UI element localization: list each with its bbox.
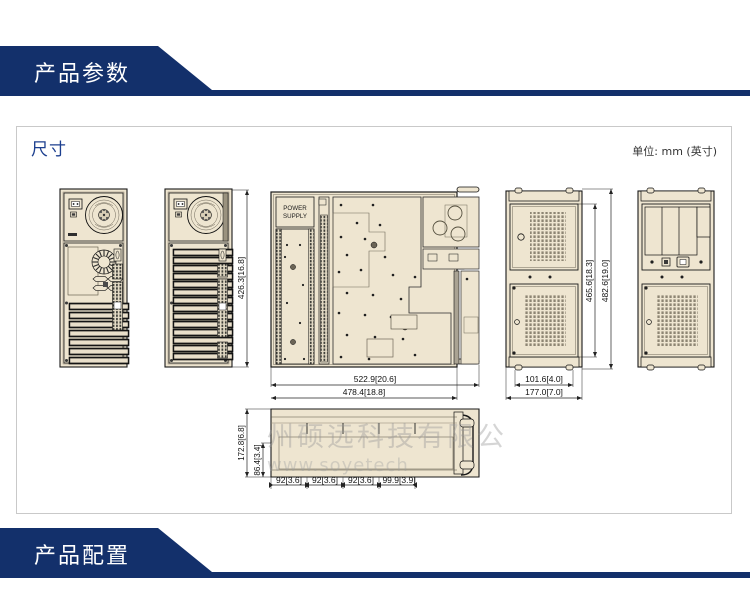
dimension-side-elevation-heights: 172.8[6.8] 86.4[3.4]	[237, 408, 271, 478]
dimension-depths: 522.9[20.6] 478.4[18.8]	[270, 365, 480, 400]
dim-label-465: 465.6[18.3]	[584, 260, 594, 303]
banner-shape	[0, 46, 750, 102]
dimension-slot-pitch-chain: 92[3.6] 92[3.6] 92[3.6] 99.9[3.9]	[269, 475, 417, 489]
unit-note: 单位: mm (英寸)	[632, 145, 717, 158]
view-front	[637, 187, 715, 371]
dim-label-177: 177.0[7.0]	[525, 387, 563, 397]
dim-label-101: 101.6[4.0]	[525, 374, 563, 384]
section-banner-product-configuration: 产品配置	[0, 528, 750, 584]
label-power-supply-line2: SUPPLY	[283, 213, 307, 220]
dim-label-pitch-3: 92[3.6]	[348, 475, 374, 485]
dim-label-426: 426.3[16.8]	[236, 257, 246, 300]
banner-shape	[0, 528, 750, 584]
section-banner-label: 产品配置	[34, 544, 131, 569]
dimensions-panel: 尺寸 单位: mm (英寸)	[16, 126, 732, 514]
dim-label-pitch-1: 92[3.6]	[276, 475, 302, 485]
dim-label-86: 86.4[3.4]	[253, 444, 262, 475]
page-title: 尺寸	[31, 140, 67, 160]
view-side-elevation	[270, 408, 480, 478]
view-rear-panel-1	[59, 188, 130, 368]
dim-label-pitch-2: 92[3.6]	[312, 475, 338, 485]
view-side-vented	[505, 187, 583, 371]
section-banner-label: 产品参数	[34, 62, 131, 87]
dim-label-478: 478.4[18.8]	[343, 387, 386, 397]
dim-label-pitch-4: 99.9[3.9]	[382, 475, 415, 485]
label-power-supply-line1: POWER	[283, 205, 307, 212]
dimension-widths: 101.6[4.0] 177.0[7.0]	[505, 367, 583, 400]
view-top-plan: POWER SUPPLY	[270, 186, 480, 368]
dim-label-172: 172.8[6.8]	[237, 425, 246, 461]
dim-label-522: 522.9[20.6]	[354, 374, 397, 384]
dim-label-482: 482.6[19.0]	[600, 260, 610, 303]
section-banner-product-parameters: 产品参数	[0, 46, 750, 102]
dimension-height-rear: 426.3[16.8]	[232, 189, 249, 368]
technical-drawing: 426.3[16.8] POWER SUPPLY	[59, 186, 715, 489]
view-rear-panel-2	[164, 188, 234, 368]
dimension-side-heights: 465.6[18.3] 482.6[19.0]	[578, 188, 613, 370]
